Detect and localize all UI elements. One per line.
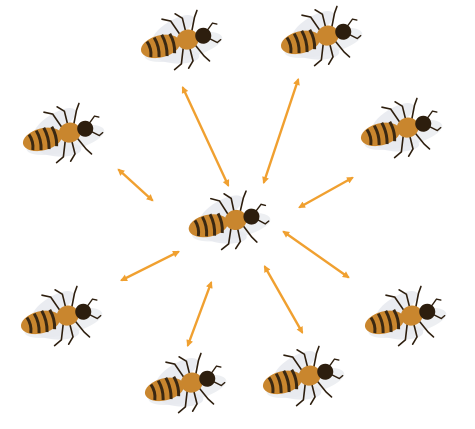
arrow-lower-right-double-headed-arrow-icon	[284, 232, 348, 277]
bee-upper-right-bee-icon	[354, 91, 447, 166]
arrow-lower-left-double-headed-arrow-icon	[122, 252, 178, 280]
arrow-top-right-double-headed-arrow-icon	[264, 80, 298, 182]
arrow-top-left-double-headed-arrow-icon	[183, 88, 228, 185]
bees-layer	[14, 0, 451, 421]
bee-center-bee-icon	[183, 185, 275, 258]
bee-upper-left-bee-icon	[16, 96, 109, 171]
bee-top-right-bee-icon	[274, 0, 367, 74]
arrow-bottom-left-double-headed-arrow-icon	[188, 283, 211, 345]
bee-bottom-left-bee-icon	[138, 346, 231, 421]
bee-top-left-bee-icon	[134, 3, 227, 78]
arrow-upper-left-double-headed-arrow-icon	[119, 170, 152, 200]
bee-bottom-right-bee-icon	[256, 339, 349, 414]
bee-lower-left-bee-icon	[14, 279, 107, 354]
arrow-bottom-right-double-headed-arrow-icon	[265, 267, 302, 332]
bee-lower-right-bee-icon	[358, 279, 451, 354]
arrow-upper-right-double-headed-arrow-icon	[300, 178, 352, 207]
